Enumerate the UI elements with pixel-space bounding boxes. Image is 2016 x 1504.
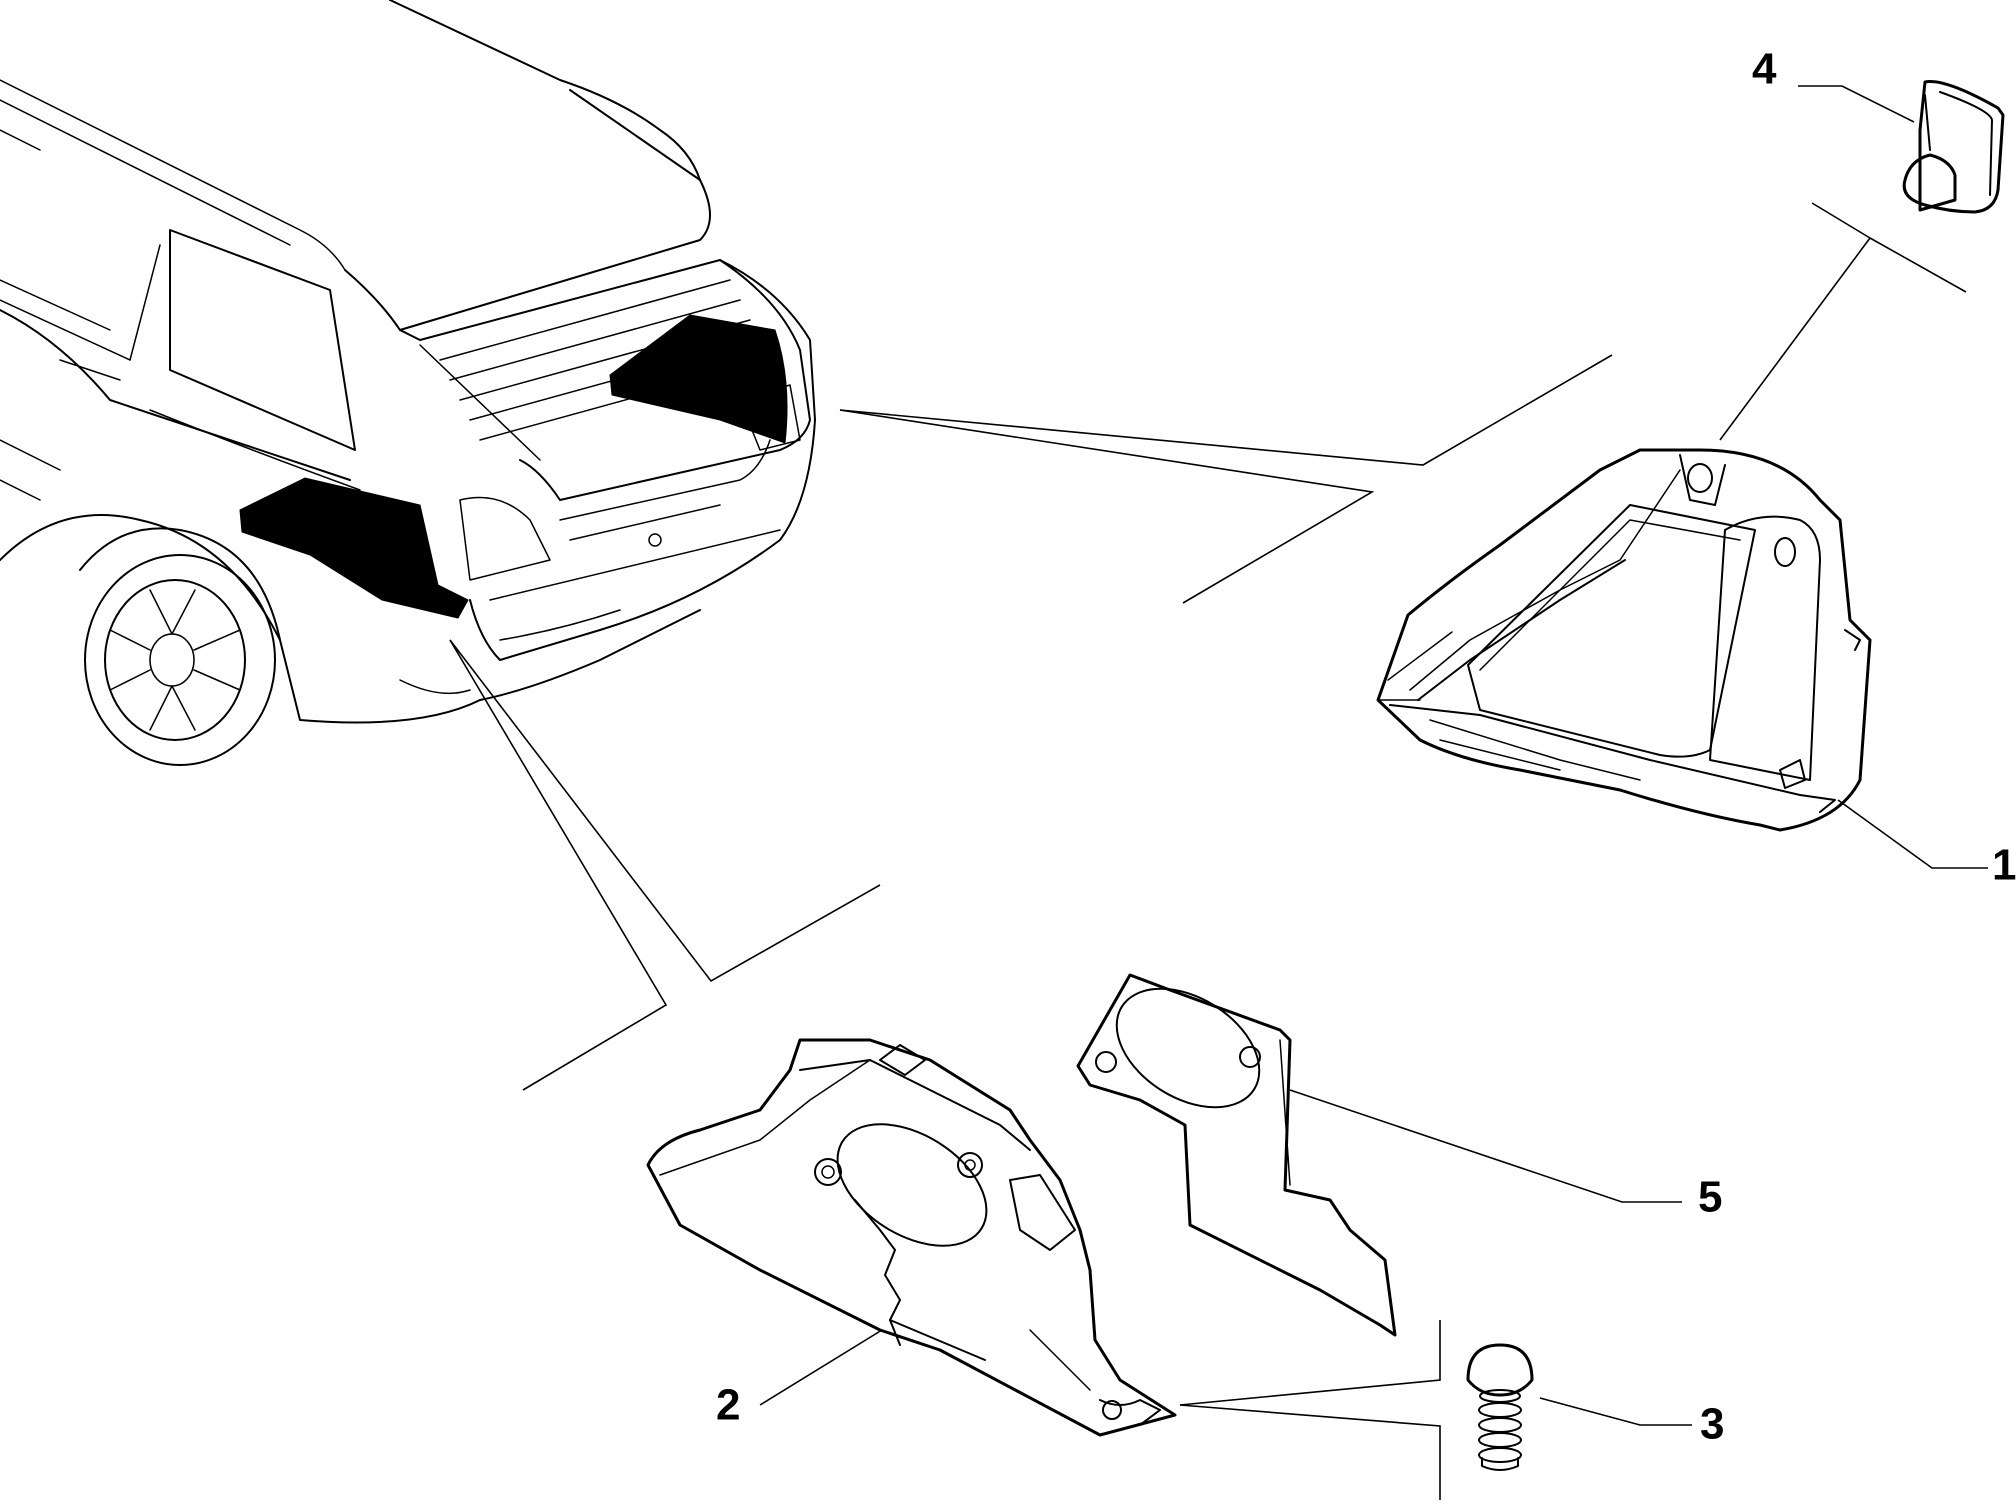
callout-3: 3 xyxy=(1700,1400,1724,1449)
part-2-side-lining-panel xyxy=(646,1038,1177,1437)
part-4-retaining-clip xyxy=(1902,80,2005,214)
rear-wheel xyxy=(79,527,281,766)
part-5-insulation-pad xyxy=(1076,973,1397,1337)
callout-2: 2 xyxy=(716,1381,740,1430)
car-rear-view xyxy=(0,0,816,766)
callout-labels: 1 2 3 4 5 xyxy=(716,45,2016,1449)
trunk-panel-highlight-left xyxy=(239,477,469,619)
callout-4: 4 xyxy=(1752,45,1777,94)
trunk-panel-highlight-right xyxy=(609,314,788,444)
leader-lines xyxy=(449,85,1988,1500)
part-1-trunk-lining-panel xyxy=(1376,448,1872,832)
part-3-push-rivet xyxy=(1466,1343,1534,1471)
callout-5: 5 xyxy=(1698,1173,1722,1222)
callout-1: 1 xyxy=(1992,841,2016,890)
